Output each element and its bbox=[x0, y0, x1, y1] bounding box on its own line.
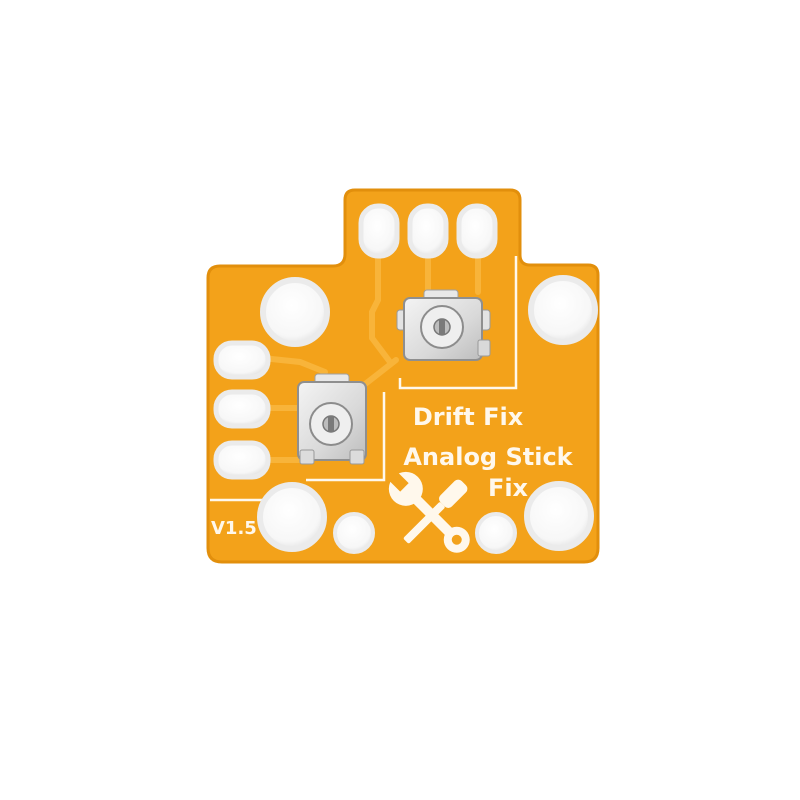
header-hole bbox=[213, 340, 271, 380]
silkscreen-lines bbox=[210, 256, 518, 502]
board-title: Drift Fix bbox=[413, 403, 524, 431]
mounting-hole bbox=[257, 482, 327, 552]
bottom-small-holes bbox=[333, 512, 517, 554]
trim-potentiometer-icon bbox=[396, 289, 491, 361]
board-subtitle-line2: Fix bbox=[488, 474, 529, 502]
board-subtitle-line1: Analog Stick bbox=[403, 443, 573, 471]
left-header bbox=[213, 340, 271, 480]
header-hole bbox=[213, 389, 271, 429]
small-hole bbox=[475, 512, 517, 554]
header-hole bbox=[407, 203, 449, 259]
mounting-hole bbox=[528, 275, 598, 345]
wrench-screwdriver-icon bbox=[388, 471, 470, 553]
trim-potentiometer-icon bbox=[297, 373, 367, 465]
mounting-holes bbox=[257, 275, 598, 552]
top-header bbox=[358, 203, 498, 259]
header-hole bbox=[456, 203, 498, 259]
mounting-hole bbox=[260, 277, 330, 347]
version-label: V1.5 bbox=[211, 518, 257, 539]
header-hole bbox=[213, 440, 271, 480]
mounting-hole bbox=[524, 481, 594, 551]
header-hole bbox=[358, 203, 400, 259]
small-hole bbox=[333, 512, 375, 554]
